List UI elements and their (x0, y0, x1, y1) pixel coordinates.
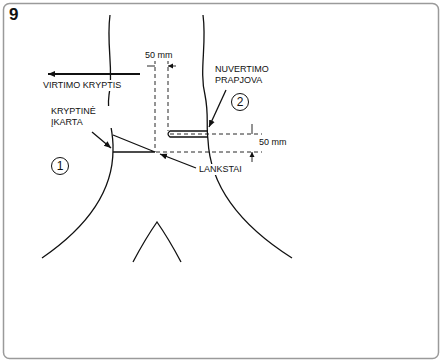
panel-frame (4, 4, 439, 359)
dimension-label: 50 mm (144, 50, 174, 61)
trunk-outline (42, 15, 113, 258)
direction-label: VIRTIMO KRYPTIS (42, 80, 122, 91)
notch-label: KRYPTINĖ ĮKARTA (50, 106, 112, 128)
leader-arrow (160, 154, 196, 168)
leader-arrow (209, 90, 226, 127)
panel-number: 9 (8, 6, 19, 24)
cut-label: NUVERTIMO PRAPJOVA (214, 64, 288, 86)
callout-circle: 2 (231, 93, 249, 111)
hinge-label: LANKSTAI (198, 164, 243, 175)
notch-cut (113, 135, 155, 152)
leader-arrow (92, 132, 111, 148)
callout-number: 1 (57, 160, 64, 172)
dimension-arrow (147, 66, 176, 67)
callout-circle: 1 (51, 157, 69, 175)
callout-number: 2 (237, 96, 244, 108)
trunk-outline (203, 15, 292, 258)
direction-arrow (48, 73, 140, 75)
dimension-label: 50 mm (258, 137, 288, 148)
dimension-arrow (252, 124, 253, 162)
root-outline (133, 222, 181, 262)
